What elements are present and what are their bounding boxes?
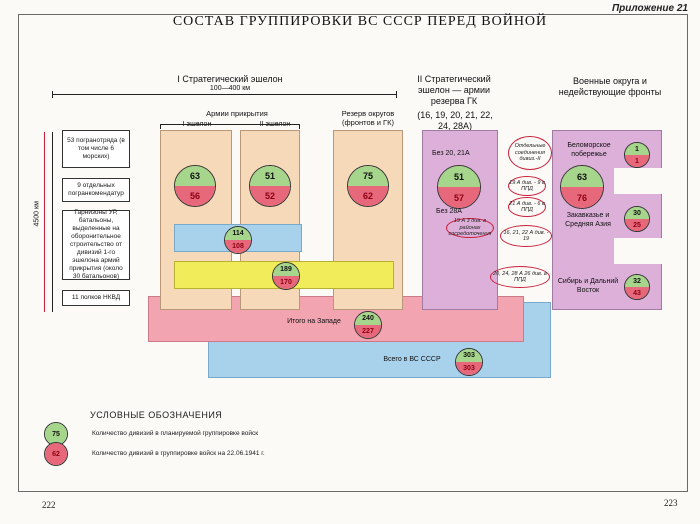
west-total-label: Итого на Западе	[287, 318, 341, 325]
legend-green-text: Количество дивизий в планируемой группир…	[92, 430, 259, 437]
circle-cover-ech1-actual: 56	[175, 186, 215, 206]
circle-cover-ech2-actual: 52	[250, 186, 290, 206]
circle-bar1-actual: 108	[225, 240, 251, 253]
districts-notch-1	[614, 168, 662, 194]
circle-west-actual: 227	[355, 325, 381, 338]
circle-district3-planned: 32	[625, 275, 649, 287]
circle-reserve-actual: 62	[348, 186, 388, 206]
oval-16-21-22a: 16, 21, 22 А див. - 19	[500, 225, 552, 247]
oval-19a-ppd: 19 А див. - 9 в ППД	[508, 176, 546, 196]
circle-district2-planned: 30	[625, 207, 649, 219]
circle-district3: 32 43	[624, 274, 650, 300]
oval-separate-units: Отдельные соединения дивиз.-II	[508, 136, 552, 170]
circle-districts-actual: 76	[561, 187, 603, 208]
legend-red-text: Количество дивизий в группировке войск н…	[92, 450, 265, 457]
oval-20-24-28a: 20, 24, 28 А 26 див. в ППД	[490, 266, 550, 288]
circle-district2: 30 25	[624, 206, 650, 232]
depth-axis	[52, 132, 53, 312]
circle-cover-ech2-planned: 51	[250, 166, 290, 186]
circle-reserve-planned: 75	[348, 166, 388, 186]
frame-border	[18, 14, 688, 492]
district3-label: Сибирь и Дальний Восток	[557, 278, 619, 294]
circle-districts-planned: 63	[561, 166, 603, 187]
circle-bar2-planned: 189	[273, 263, 299, 276]
depth-label: 4500 км	[33, 201, 41, 227]
cover-ech2-label: II эшелон	[250, 121, 300, 130]
circle-district3-actual: 43	[625, 287, 649, 299]
page-number-left: 222	[42, 500, 56, 510]
total-ussr-label: Всего в ВС СССР	[383, 356, 441, 363]
circle-district1: 1 1	[624, 142, 650, 168]
garrisons-box: Гарнизоны УР, батальоны, выделенные на о…	[62, 209, 130, 280]
appendix-label: Приложение 21	[611, 3, 688, 14]
circle-bar2: 189 170	[272, 262, 300, 290]
circle-west-planned: 240	[355, 312, 381, 325]
circle-cover-ech1: 63 56	[174, 165, 216, 207]
district1-label: Беломорское побережье	[567, 142, 611, 158]
circle-west: 240 227	[354, 311, 382, 339]
cover-ech1-label: I эшелон	[172, 121, 222, 130]
circle-echelon2: 51 57	[437, 165, 481, 209]
circle-bar1-planned: 114	[225, 227, 251, 240]
circle-district1-planned: 1	[625, 143, 649, 155]
circle-districts: 63 76	[560, 165, 604, 209]
circle-district2-actual: 25	[625, 219, 649, 231]
legend-title: УСЛОВНЫЕ ОБОЗНАЧЕНИЯ	[90, 410, 223, 420]
districts-notch-2	[614, 238, 662, 264]
circle-total-actual: 303	[456, 362, 482, 375]
without-20-21-label: Без 20, 21А	[432, 150, 470, 157]
echelon2-armies: (16, 19, 20, 21, 22, 24, 28А)	[417, 110, 493, 131]
border-detachments-box: 53 погранотряда (в том числе 6 морских)	[62, 130, 130, 168]
cover-armies-label: Армии прикрытия	[206, 109, 268, 118]
circle-cover-ech2: 51 52	[249, 165, 291, 207]
page-number-right: 223	[664, 498, 678, 508]
range-tick-right	[396, 91, 397, 98]
oval-19a-concentration: 19 А 3 див. в районах сосредоточения	[446, 218, 494, 238]
circle-total: 303 303	[455, 348, 483, 376]
circle-district1-actual: 1	[625, 155, 649, 167]
border-commandants-box: 9 отдельных погранкомендатур	[62, 178, 130, 202]
reserve-label: Резерв округов (фронтов и ГК)	[341, 109, 395, 127]
circle-total-planned: 303	[456, 349, 482, 362]
echelon1-range: 100—400 км	[209, 85, 251, 92]
circle-echelon2-planned: 51	[438, 166, 480, 187]
nkvd-regiments-box: 11 полков НКВД	[62, 290, 130, 306]
circle-bar2-actual: 170	[273, 276, 299, 289]
districts-header: Военные округа и недействующие фронты	[558, 76, 662, 97]
echelon1-header: I Стратегический эшелон	[177, 74, 283, 84]
range-line	[52, 94, 397, 95]
district2-label: Закавказье и Средняя Азия	[565, 212, 611, 228]
circle-echelon2-actual: 57	[438, 187, 480, 208]
without-28-label: Без 28А	[436, 208, 462, 215]
oval-21a-ppd: 21 А див. - 6 в ППД	[508, 197, 546, 217]
echelon2-header: II Стратегический эшелон — армии резерва…	[417, 74, 491, 106]
cover-bracket	[160, 124, 300, 125]
cover-bracket-l	[160, 124, 161, 129]
range-tick-left	[52, 91, 53, 98]
legend-green-value: 75	[45, 423, 67, 445]
circle-bar1: 114 108	[224, 226, 252, 254]
circle-reserve: 75 62	[347, 165, 389, 207]
circle-cover-ech1-planned: 63	[175, 166, 215, 186]
depth-axis-red	[44, 132, 45, 312]
page-title: СОСТАВ ГРУППИРОВКИ ВС СССР ПЕРЕД ВОЙНОЙ	[172, 14, 548, 29]
cover-bracket-r	[299, 124, 300, 129]
legend-red-value: 62	[45, 443, 67, 465]
legend-red-circle: 62	[44, 442, 68, 466]
